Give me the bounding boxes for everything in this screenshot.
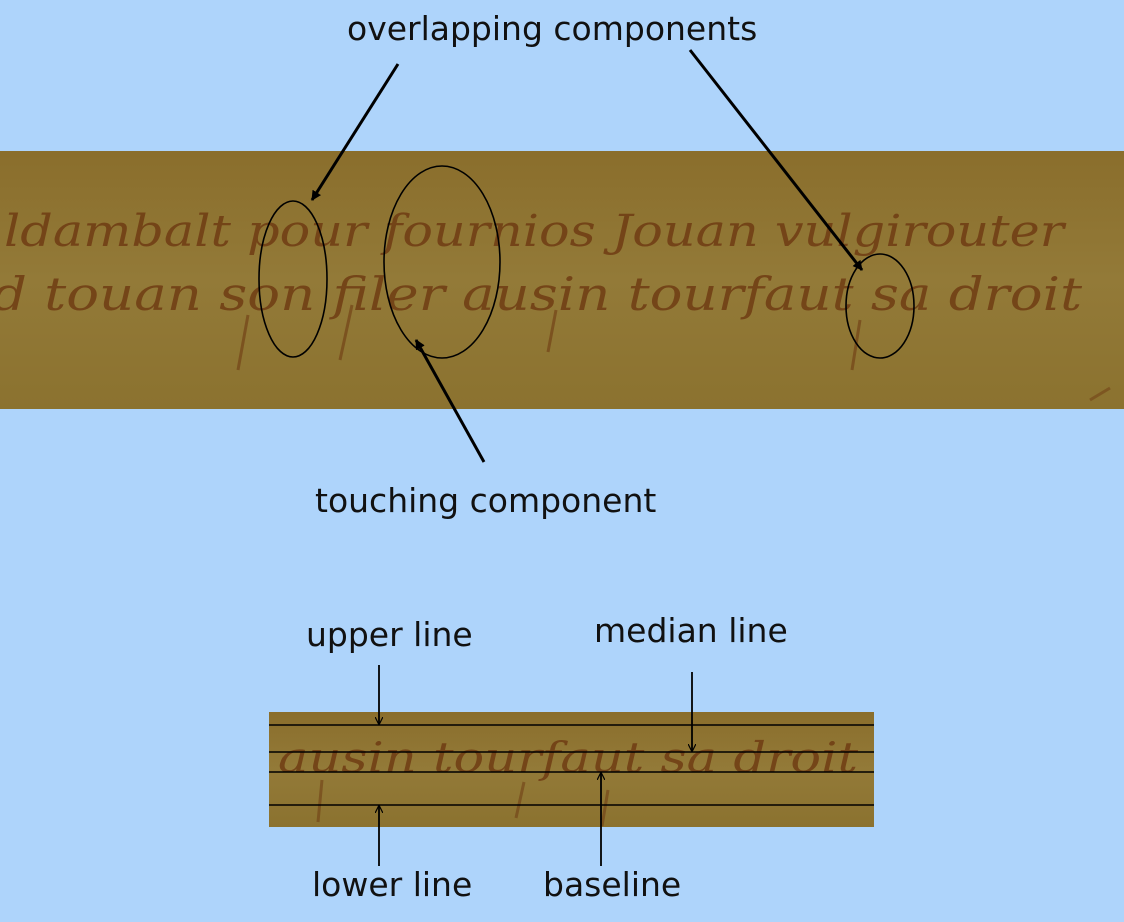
lower-line-label: lower line	[312, 865, 473, 904]
overlap-arrow-right	[688, 49, 864, 271]
manuscript-strip-top: ldambalt pour fournios Jouan vulgirouter…	[0, 151, 1124, 409]
touching-arrow	[414, 339, 486, 463]
overlap-ellipse-right	[845, 253, 915, 359]
overlapping-components-label: overlapping components	[347, 9, 758, 48]
touching-ellipse	[383, 165, 501, 359]
overlap-arrow-left	[310, 63, 400, 201]
manuscript-line-bottom: ausin tourfaut sa droit	[278, 733, 858, 782]
baseline-label: baseline	[543, 865, 682, 904]
manuscript-line-1: ldambalt pour fournios Jouan vulgirouter	[4, 206, 1067, 257]
upper-line-label: upper line	[306, 615, 473, 654]
manuscript-line-2: d touan son filer ausin tourfaut sa droi…	[0, 267, 1083, 321]
manuscript-strip-bottom: ausin tourfaut sa droit	[269, 712, 874, 827]
median-line-label: median line	[594, 611, 788, 650]
overlap-ellipse-left	[258, 200, 328, 358]
touching-component-label: touching component	[315, 481, 657, 520]
